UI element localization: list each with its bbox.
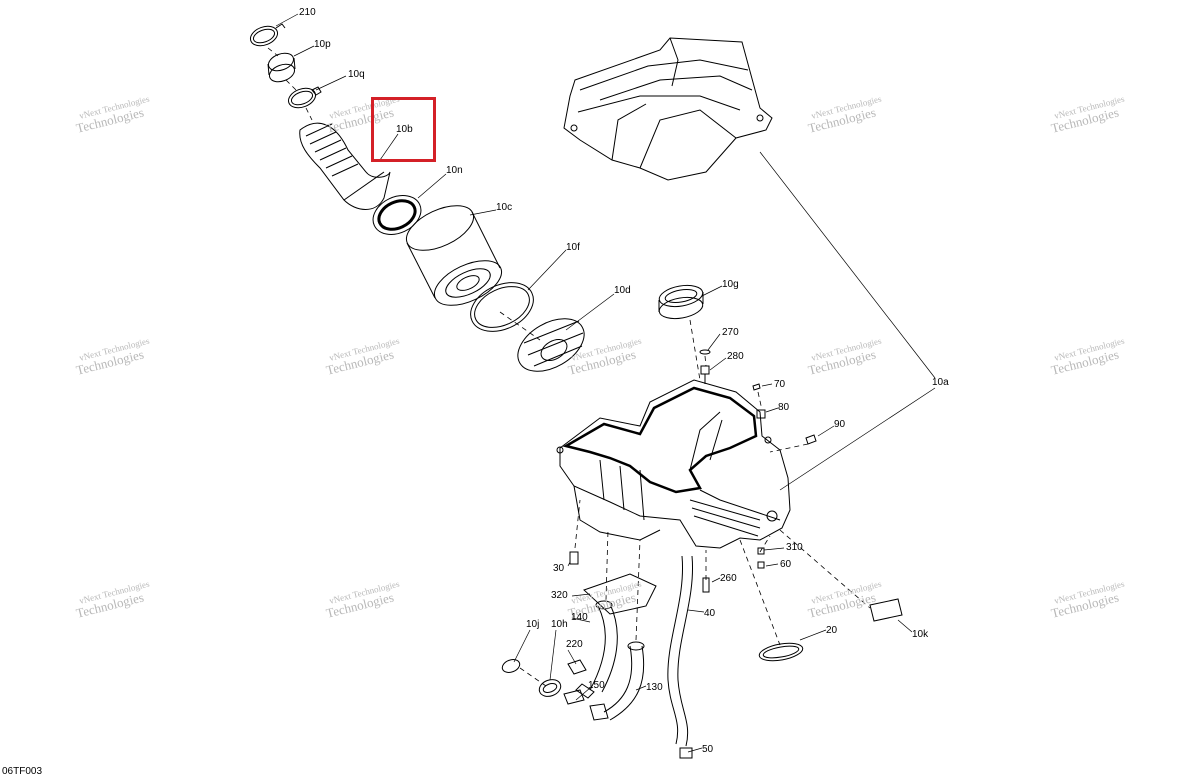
callout-10b: 10b xyxy=(396,124,413,135)
callout-270: 270 xyxy=(722,327,739,338)
callout-50: 50 xyxy=(702,744,714,755)
callout-80: 80 xyxy=(778,402,790,413)
air-box-cover xyxy=(563,37,773,181)
adapter-10g xyxy=(658,284,704,320)
seal-10n xyxy=(372,195,422,235)
callout-220: 220 xyxy=(566,639,583,650)
clamps-lower xyxy=(501,659,587,705)
callout-10g: 10g xyxy=(722,279,739,290)
callout-280: 280 xyxy=(727,351,744,362)
callout-320: 320 xyxy=(551,590,568,601)
callout-10n: 10n xyxy=(446,165,463,176)
cover-10d xyxy=(517,318,585,372)
air-box-base-10a xyxy=(556,379,791,549)
callout-10k: 10k xyxy=(912,629,929,640)
callout-10c: 10c xyxy=(496,202,513,213)
callout-30: 30 xyxy=(553,563,565,574)
hose-130 xyxy=(589,641,645,721)
callout-130: 130 xyxy=(646,682,663,693)
callout-40: 40 xyxy=(704,608,716,619)
callout-150: 150 xyxy=(588,680,605,691)
intake-duct-10b xyxy=(299,122,391,210)
callout-10q: 10q xyxy=(348,69,365,80)
callout-60: 60 xyxy=(780,559,792,570)
callout-210: 210 xyxy=(299,7,316,18)
callout-20: 20 xyxy=(826,625,838,636)
hose-40 xyxy=(667,555,694,759)
callout-90: 90 xyxy=(834,419,846,430)
callout-310: 310 xyxy=(786,542,803,553)
bracket-320 xyxy=(583,573,657,615)
callout-10a: 10a xyxy=(932,377,949,388)
callout-10p: 10p xyxy=(314,39,331,50)
callout-10h: 10h xyxy=(551,619,568,630)
callout-70: 70 xyxy=(774,379,786,390)
filter-element-10c xyxy=(405,205,503,306)
clamp-10q xyxy=(287,86,322,109)
sleeve-10p xyxy=(267,52,296,83)
callout-260: 260 xyxy=(720,573,737,584)
callout-140: 140 xyxy=(571,612,588,623)
clamp-210 xyxy=(249,23,286,47)
highlight-box xyxy=(371,97,436,162)
callout-10f: 10f xyxy=(566,242,580,253)
fasteners xyxy=(569,349,903,662)
callout-10d: 10d xyxy=(614,285,631,296)
o-ring-10f xyxy=(470,282,534,332)
figure-code: 06TF003 xyxy=(2,766,43,777)
callout-10j: 10j xyxy=(526,619,540,630)
